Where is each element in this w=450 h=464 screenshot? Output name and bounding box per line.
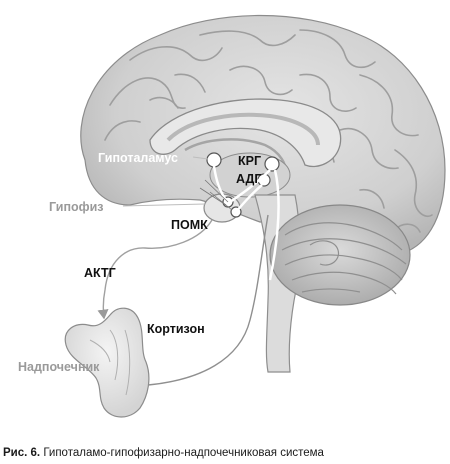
corpus-callosum [149,98,342,168]
figure-caption-text: Гипоталамо-гипофизарно-надпочечниковая с… [43,447,324,459]
figure-number: Рис. 6. [3,447,41,459]
acth-arrow [97,219,213,320]
cortisone-feedback-path [147,214,269,386]
hypothalamus-pointer [192,156,209,160]
adrenal-gland [64,307,150,418]
label-adh: АДГ [236,172,261,186]
label-pituitary: Гипофиз [49,200,103,214]
axon-outlines [199,179,233,211]
feedback-white-path [268,169,280,281]
label-cortisone: Кортизон [147,322,205,336]
axon-paths [212,165,271,213]
corpus-callosum-core [166,112,320,146]
label-pomc: ПОМК [171,218,208,232]
figure-caption: Рис. 6. Гипоталамо-гипофизарно-надпочечн… [3,447,450,459]
crh-nucleus [264,156,280,172]
pituitary-pointer [122,203,206,207]
label-acth: АКТГ [84,266,116,280]
adrenal-texture [89,329,131,396]
cerebrum [80,14,446,258]
label-hypothalamus: Гипоталамус [98,151,178,165]
cerebellum-folia [281,222,407,295]
gyri-texture [104,29,433,233]
hypothalamus-nucleus [206,152,222,168]
label-crh: КРГ [238,154,261,168]
label-adrenal: Надпочечник [18,360,100,374]
